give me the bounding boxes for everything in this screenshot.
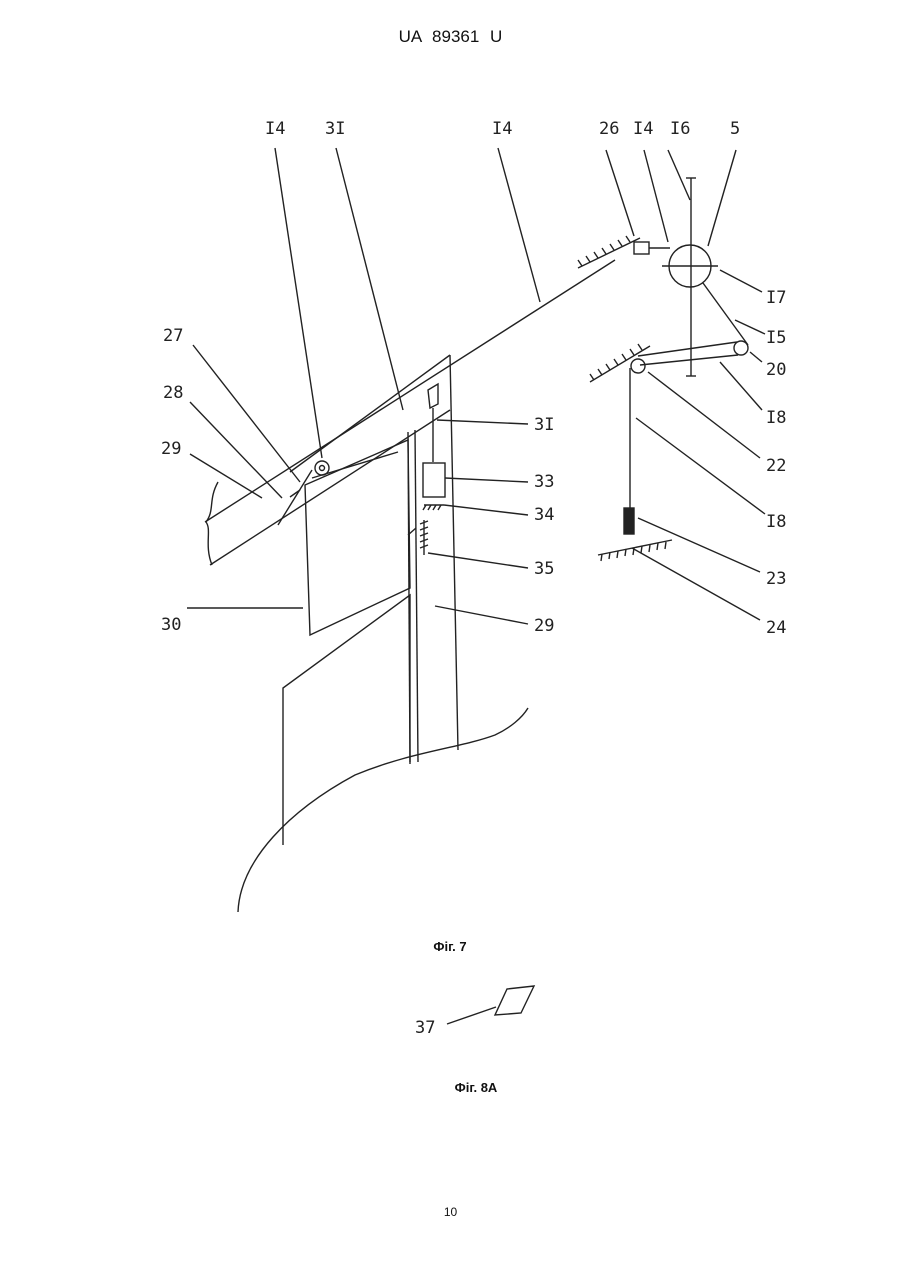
page-number: 10 [0, 1205, 901, 1219]
label-14-c: I4 [633, 119, 653, 139]
label-30: 30 [161, 615, 181, 635]
label-35: 35 [534, 559, 554, 579]
label-14-b: I4 [492, 119, 512, 139]
label-28: 28 [163, 383, 183, 403]
label-15: I5 [766, 328, 786, 348]
leader-37 [447, 1007, 496, 1024]
label-31-a: 3I [325, 119, 345, 139]
break-line-left [206, 482, 218, 565]
label-27: 27 [163, 326, 183, 346]
label-29-a: 29 [161, 439, 181, 459]
pulley-22 [631, 359, 645, 373]
label-17: I7 [766, 288, 786, 308]
label-5: 5 [730, 119, 740, 139]
slider-block [634, 242, 649, 254]
label-26: 26 [599, 119, 619, 139]
spring-35 [420, 520, 428, 555]
pulley-20 [734, 341, 748, 355]
label-18-a: I8 [766, 408, 786, 428]
frame-post-inner [415, 430, 418, 762]
label-31-b: 3I [534, 415, 554, 435]
box-33 [423, 463, 445, 497]
figure-8a: 37 Фіг. 8А [415, 986, 534, 1095]
label-18-b: I8 [766, 512, 786, 532]
ground-24 [598, 540, 672, 555]
label-22: 22 [766, 456, 786, 476]
weight-23 [624, 508, 634, 534]
door-leaf [283, 595, 410, 845]
figure-8a-caption: Фіг. 8А [455, 1080, 498, 1095]
ground-break-curve [238, 708, 528, 912]
label-24: 24 [766, 618, 786, 638]
leader-lines [187, 148, 765, 624]
figure-7: I4 3I I4 26 I4 I6 5 I7 I5 20 I8 22 I8 23… [161, 119, 786, 954]
label-37: 37 [415, 1018, 435, 1038]
lever-28 [278, 470, 312, 525]
figure-7-caption: Фіг. 7 [433, 939, 466, 954]
sensor-31 [428, 384, 438, 408]
label-34: 34 [534, 505, 554, 525]
frame-post-right [450, 355, 458, 750]
label-23: 23 [766, 569, 786, 589]
label-29-b: 29 [534, 616, 554, 636]
label-14-a: I4 [265, 119, 285, 139]
label-16: I6 [670, 119, 690, 139]
label-33: 33 [534, 472, 554, 492]
bracket-22 [590, 346, 650, 382]
wall-top-edge [290, 355, 450, 472]
label-20: 20 [766, 360, 786, 380]
cable-15 [703, 283, 748, 345]
element-37 [495, 986, 534, 1015]
